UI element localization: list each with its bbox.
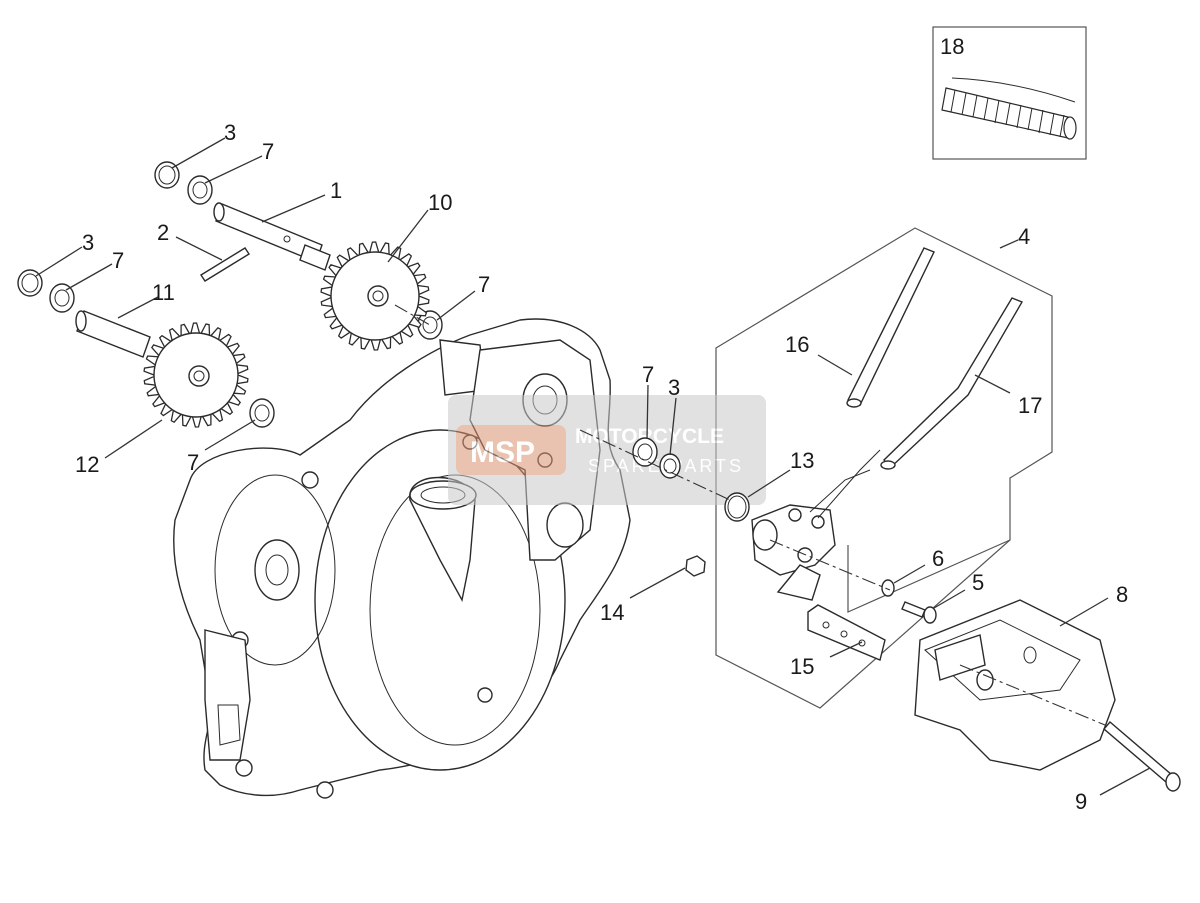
callout-1: 1 — [330, 178, 342, 203]
callout-7-lower: 7 — [187, 450, 199, 475]
watermark-logo: MSP — [470, 436, 535, 469]
oil-pump-group-outline — [715, 227, 1053, 709]
callout-7-pump: 7 — [642, 362, 654, 387]
callout-3-upper: 3 — [224, 120, 236, 145]
callout-5: 5 — [972, 570, 984, 595]
callout-10: 10 — [428, 190, 452, 215]
hose-16 — [846, 247, 935, 408]
callout-14: 14 — [600, 600, 624, 625]
callout-17: 17 — [1018, 393, 1042, 418]
spring-icon — [951, 77, 1076, 103]
callout-18: 18 — [940, 34, 964, 59]
leader-lines — [35, 137, 1151, 796]
callout-12: 12 — [75, 452, 99, 477]
hose-17 — [880, 297, 1024, 470]
spring-inset-box — [932, 26, 1087, 160]
callout-3-left: 3 — [82, 230, 94, 255]
callout-7-left: 7 — [112, 248, 124, 273]
washer-6 — [881, 579, 895, 597]
cover-8 — [914, 599, 1116, 771]
pin-2 — [200, 247, 250, 282]
callout-15: 15 — [790, 654, 814, 679]
callout-2: 2 — [157, 220, 169, 245]
shaft-11 — [75, 310, 151, 358]
washer-pump — [632, 437, 658, 467]
callout-3-pump: 3 — [668, 375, 680, 400]
callout-11: 11 — [152, 280, 175, 305]
circlip-pump — [659, 453, 681, 479]
cover-group-outline — [847, 539, 1011, 613]
callout-8: 8 — [1116, 582, 1128, 607]
oil-pump — [751, 449, 881, 601]
callout-16: 16 — [785, 332, 809, 357]
washer-gear-lower — [249, 398, 275, 428]
shaft-1 — [213, 202, 331, 271]
watermark-line1: MOTORCYCLE — [575, 425, 724, 448]
watermark: MSP MOTORCYCLE SPARE PARTS — [448, 395, 766, 505]
gear-12 — [143, 322, 249, 428]
nut-14 — [685, 555, 706, 577]
assembly-axis — [394, 304, 1106, 726]
circlip-lower — [17, 269, 43, 297]
circlip-upper — [154, 161, 180, 189]
callout-4: 4 — [1018, 224, 1030, 249]
callout-7-upper: 7 — [262, 139, 274, 164]
spring-coil — [941, 87, 1077, 140]
bolt-9 — [1103, 721, 1181, 792]
gear-10 — [320, 241, 430, 351]
washer-upper — [187, 175, 213, 205]
callout-7-gear: 7 — [478, 272, 490, 297]
callout-13: 13 — [790, 448, 814, 473]
washer-left — [49, 283, 75, 313]
callout-9: 9 — [1075, 789, 1087, 814]
bolt-5 — [901, 601, 937, 624]
callout-6: 6 — [932, 546, 944, 571]
o-ring-13 — [724, 492, 750, 522]
callout-labels: 18 3 7 1 10 2 3 7 11 7 4 16 7 3 17 12 7 … — [75, 34, 1128, 814]
plate-15 — [807, 604, 886, 661]
